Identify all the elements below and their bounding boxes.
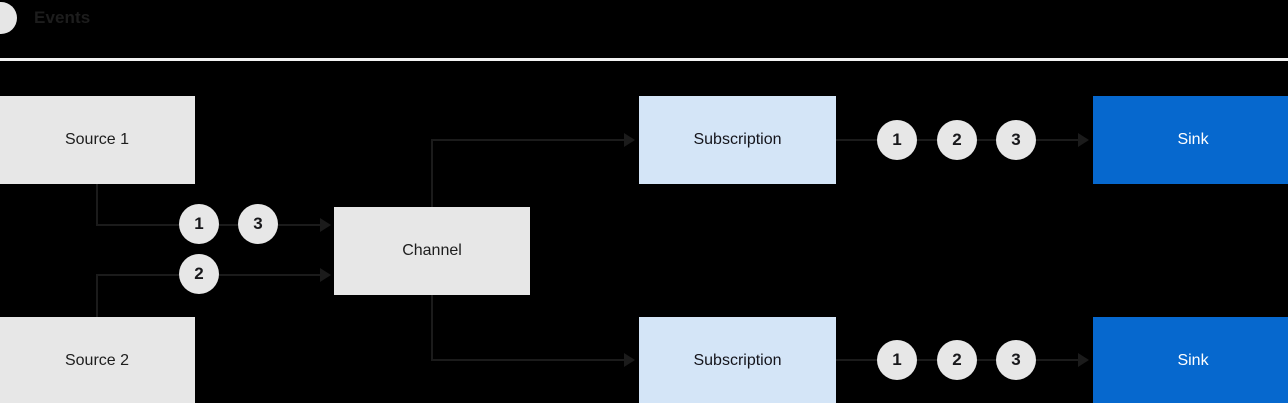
- event-badge: 2: [179, 254, 219, 294]
- wire-channel-to-subscription-top: [431, 139, 627, 141]
- arrowhead-subscription-bottom-to-sink: [1078, 353, 1089, 367]
- arrowhead-source1-to-channel: [320, 218, 331, 232]
- node-subscription-bottom[interactable]: Subscription: [639, 317, 836, 403]
- legend-label: Events: [34, 8, 91, 27]
- event-badge: 1: [877, 120, 917, 160]
- wire-source2-up: [96, 275, 98, 319]
- arrowhead-channel-to-subscription-top: [624, 133, 635, 147]
- event-badge: 3: [996, 120, 1036, 160]
- wire-channel-down: [431, 294, 433, 361]
- node-subscription-top[interactable]: Subscription: [639, 96, 836, 184]
- arrowhead-channel-to-subscription-bottom: [624, 353, 635, 367]
- wire-channel-up: [431, 140, 433, 208]
- node-channel[interactable]: Channel: [334, 207, 530, 295]
- event-badge: 2: [937, 340, 977, 380]
- event-badge: 3: [238, 204, 278, 244]
- event-badge: 2: [937, 120, 977, 160]
- event-circle-icon: [0, 2, 17, 34]
- node-source-1[interactable]: Source 1: [0, 96, 195, 184]
- header-divider: [0, 58, 1288, 61]
- arrowhead-source2-to-channel: [320, 268, 331, 282]
- event-badge: 3: [996, 340, 1036, 380]
- wire-channel-to-subscription-bottom: [431, 359, 627, 361]
- arrowhead-subscription-top-to-sink: [1078, 133, 1089, 147]
- event-badge: 1: [877, 340, 917, 380]
- node-sink-bottom[interactable]: Sink: [1093, 317, 1288, 403]
- legend: Events: [0, 0, 90, 36]
- node-sink-top[interactable]: Sink: [1093, 96, 1288, 184]
- wire-source1-down: [96, 184, 98, 226]
- event-badge: 1: [179, 204, 219, 244]
- node-source-2[interactable]: Source 2: [0, 317, 195, 403]
